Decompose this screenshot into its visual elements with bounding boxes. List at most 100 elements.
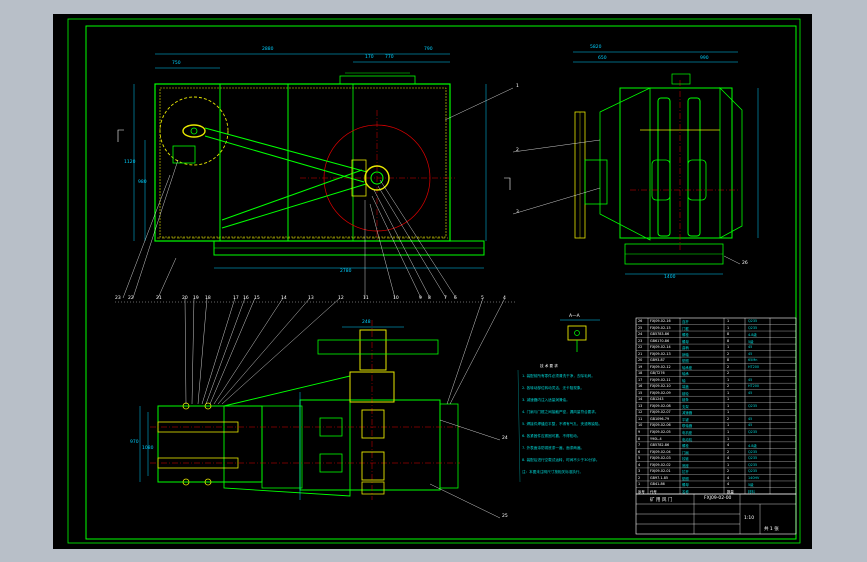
bom-cell: 垫圈 — [682, 359, 689, 364]
bom-cell: 螺栓 — [682, 444, 689, 449]
bom-cell: 45 — [748, 423, 753, 428]
bom-cell: 16 — [638, 384, 643, 389]
note-line: 2. 各转动部位转动灵活，无卡阻现象。 — [522, 386, 585, 390]
outer-border — [67, 18, 801, 544]
bom-cell: 电动机 — [682, 437, 693, 442]
balloon-18: 18 — [205, 296, 211, 301]
bom-cell: GB93-87 — [650, 358, 665, 363]
dim-top-right: 790 — [424, 47, 433, 52]
bom-cell: Y90L-4 — [650, 436, 662, 441]
bom-cell: 21 — [638, 351, 643, 356]
bom-cell: Q235 — [748, 325, 758, 330]
bom-cell: 45 — [748, 416, 753, 421]
bom-cell: 链轮 — [682, 391, 689, 396]
bom-cell: GB/T276 — [650, 371, 665, 376]
bom-cell: 4 — [638, 462, 641, 467]
bom-cell: 螺栓 — [682, 333, 689, 338]
bom-cell: 20 — [638, 358, 643, 363]
bom-cell: 销轴 — [682, 352, 689, 357]
bom-cell: 23 — [638, 338, 643, 343]
bom-cell: Q235 — [748, 449, 758, 454]
note-line: 1. 装配前所有零件必须清洗干净，去除毛刺。 — [522, 374, 595, 378]
bom-cell: 18 — [638, 371, 643, 376]
bom-cell: 5级 — [748, 483, 754, 488]
bom-cell: FXJ09-02-02 — [650, 462, 671, 467]
bom-cell: FXJ09-02-04 — [650, 449, 671, 454]
bom-cell: 45 — [748, 390, 753, 395]
bom-cell: 11 — [638, 416, 643, 421]
bom-cell: Q235 — [748, 456, 758, 461]
bom-cell: FXJ09-02-11 — [650, 377, 671, 382]
balloon-12: 12 — [338, 296, 344, 301]
bom-cell: 拉杆 — [682, 470, 689, 475]
dim-side-a: 650 — [598, 56, 607, 61]
bom-cell: 26 — [638, 319, 643, 324]
bom-cell: 轴承座 — [682, 365, 693, 370]
bom-cell: FXJ09-02-01 — [650, 469, 671, 474]
bom-cell: 9 — [638, 430, 641, 434]
balloon-5: 5 — [481, 296, 484, 301]
bom-cell: FXJ09-02-09 — [650, 390, 671, 395]
balloon-11: 11 — [363, 296, 369, 301]
bom-cell: 电机座 — [682, 431, 693, 435]
title-name: 矿 用 风 门 — [650, 498, 673, 503]
bom-cell: FXJ09-02-14 — [650, 345, 671, 350]
drawing-canvas[interactable] — [53, 14, 812, 549]
title-drawing-number: FXJ09-02-00 — [704, 496, 732, 501]
dim-top-left: 750 — [172, 61, 181, 66]
dim-top-overall: 2880 — [262, 47, 274, 52]
bom-cell: 序号 — [638, 489, 645, 494]
bom-cell: 4.8级 — [748, 444, 757, 449]
front-view — [117, 53, 511, 269]
balloon-16: 16 — [243, 296, 249, 301]
dim-top-view-width: 248 — [362, 320, 371, 325]
bom-cell: Q235 — [748, 403, 758, 408]
bom-cell: FXJ09-02-08 — [650, 403, 671, 408]
bom-cell: GB1096-79 — [650, 416, 670, 421]
bom-cell: 8 — [727, 358, 730, 363]
note-line: 8. 装配后进行空载试运转，时间不少于30分钟。 — [522, 458, 600, 462]
balloon-10: 10 — [393, 296, 399, 301]
bom-cell: 65Mn — [748, 358, 758, 363]
balloon-6: 6 — [454, 296, 457, 301]
bom-cell: 6 — [638, 449, 641, 454]
balloon-19: 19 — [193, 296, 199, 301]
bom-cell: HT200 — [748, 364, 760, 369]
bom-cell: 链条 — [682, 398, 689, 403]
top-view — [139, 320, 460, 500]
dim-top-mid-a: 170 — [365, 55, 374, 60]
balloon-8: 8 — [428, 296, 431, 301]
balloon-7: 7 — [444, 296, 447, 301]
part-label-3: 3 — [516, 210, 519, 215]
bom-cell: 1 — [727, 390, 730, 395]
bom-cell: GB5783-86 — [650, 332, 670, 337]
balloon-13: 13 — [308, 296, 314, 301]
bom-cell: 4.8级 — [748, 333, 757, 338]
balloon-22: 22 — [128, 296, 134, 301]
bom-cell: 1 — [727, 423, 730, 428]
bom-cell: 门扇 — [682, 450, 689, 455]
note-line: 注：本图未注明尺寸按相关标准执行。 — [522, 470, 584, 474]
notes-block — [517, 369, 521, 483]
bom-cell: 2 — [727, 371, 730, 376]
bom-cell: 45 — [748, 345, 753, 350]
part-label-26: 26 — [742, 261, 748, 266]
part-label-2: 2 — [516, 148, 519, 153]
bom-cell: 8 — [727, 332, 730, 337]
bom-cell: 减速器 — [682, 411, 693, 416]
bom-cell: 2 — [727, 364, 730, 369]
bom-cell: GB41-86 — [650, 482, 665, 487]
dim-top-mid-b: 770 — [385, 55, 394, 60]
bom-cell: 25 — [638, 325, 643, 330]
notes-heading: 技 术 要 求 — [540, 364, 558, 368]
bom-cell: 1 — [727, 436, 730, 441]
bom-cell: 4 — [727, 482, 730, 487]
bom-cell: FXJ09-02-10 — [650, 384, 671, 389]
bom-cell: 45 — [748, 351, 753, 356]
bom-cell: 数量 — [727, 489, 734, 494]
bom-cell: FXJ09-02-15 — [650, 325, 671, 330]
note-line: 7. 外表面涂防锈底漆一遍，面漆两遍。 — [522, 446, 585, 450]
bom-cell: 4 — [727, 443, 730, 448]
bom-cell: 底座 — [682, 463, 689, 468]
